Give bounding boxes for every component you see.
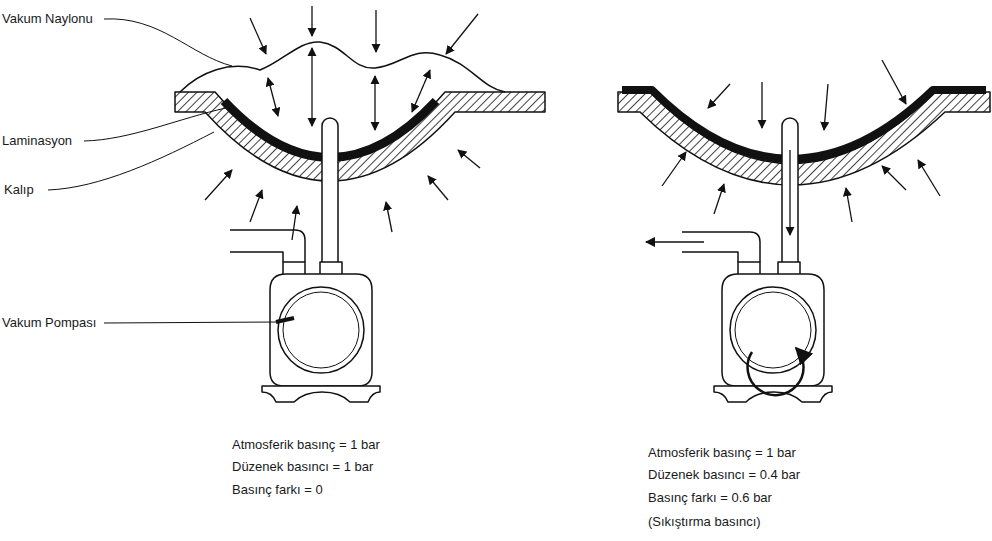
part-label: Laminasyon	[2, 133, 72, 148]
left-setup	[48, 6, 545, 402]
pump-feet	[262, 386, 380, 402]
vacuum-bag	[180, 42, 505, 92]
pressure-note: Düzenek basıncı = 0.4 bar	[648, 467, 800, 482]
part-label: Vakum Naylonu	[2, 11, 93, 26]
pressure-note: Basınç farkı = 0	[232, 482, 323, 497]
pump-body	[722, 274, 824, 386]
pump-vane	[276, 318, 294, 322]
leader-lines	[48, 19, 278, 323]
pressure-note: Atmosferik basınç = 1 bar	[648, 445, 796, 460]
outlet-pipe	[230, 230, 305, 262]
pump-body	[270, 274, 372, 386]
laminate-bag	[622, 90, 986, 159]
suction-pipe	[322, 118, 338, 270]
part-label: Kalıp	[4, 182, 34, 197]
suction-pipe	[782, 118, 798, 270]
mold	[175, 92, 545, 181]
pressure-note: (Sıkıştırma basıncı)	[648, 514, 761, 529]
right-setup	[618, 60, 990, 402]
pressure-arrows	[662, 60, 940, 222]
rotation-arrow	[748, 348, 804, 395]
part-label: Vakum Pompası	[2, 315, 96, 330]
pressure-note: Atmosferik basınç = 1 bar	[232, 437, 380, 452]
pump-rotor	[735, 292, 811, 368]
pump-rotor	[283, 292, 359, 368]
pressure-note: Basınç farkı = 0.6 bar	[648, 490, 772, 505]
outlet-pipe	[682, 232, 760, 262]
pressure-note: Düzenek basıncı = 1 bar	[232, 459, 373, 474]
pressure-arrows	[205, 6, 480, 240]
pump-rotor	[278, 287, 364, 373]
